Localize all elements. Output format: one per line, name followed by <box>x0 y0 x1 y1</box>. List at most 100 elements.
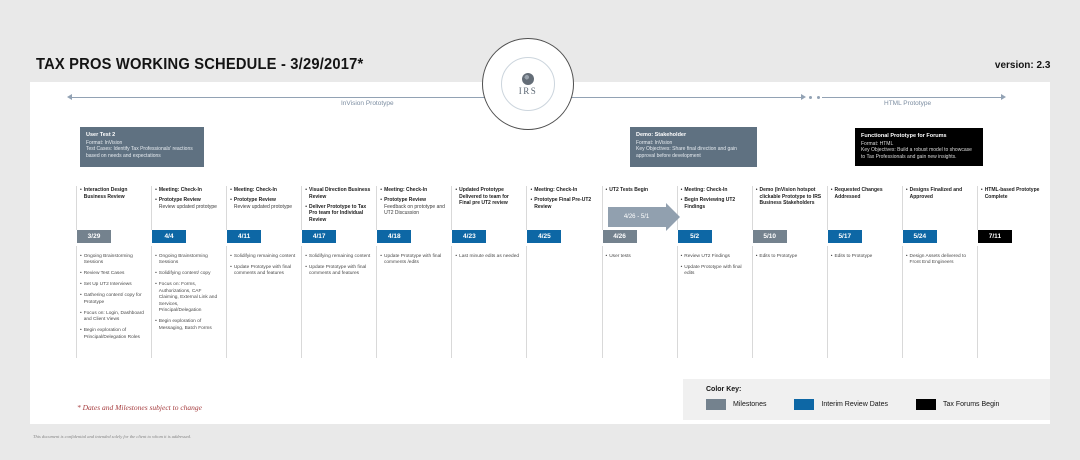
task-text: Update Prototype with final comments and… <box>233 264 292 277</box>
column-header-item: •Meeting: Check-In <box>380 187 446 194</box>
task-item: •Update Prototype with final comments an… <box>305 265 371 278</box>
arrow-left-icon <box>67 94 72 100</box>
task-text: Solidifying remaining content <box>233 254 296 259</box>
header-title: Prototype Review <box>384 197 427 203</box>
callout-line: Format: InVision <box>86 139 123 146</box>
task-item: •Edits to Prototype <box>831 254 897 260</box>
header-title: Designs Finalized and Approved <box>909 187 963 200</box>
column-tasks: •Edits to Prototype <box>826 246 902 358</box>
header-text: Prototype Final Pre-UT2 Review <box>534 197 596 210</box>
task-item: •Update Prototype with final comments /e… <box>380 254 446 267</box>
bullet-icon: • <box>80 310 82 316</box>
task-item: •Focus on: Forms, Authorizations, CAF Cl… <box>155 282 221 314</box>
date-chip: 5/17 <box>827 230 862 243</box>
bullet-icon: • <box>155 319 157 325</box>
color-key-label: Milestones <box>733 401 767 408</box>
column-header-item: •Meeting: Check-In <box>155 187 221 194</box>
header-subtext: Feedback on prototype and UT2 Discussion <box>384 203 445 217</box>
task-text: Begin exploration of Principal/Delegatio… <box>83 328 140 340</box>
irs-logo-text: IRS <box>518 85 538 96</box>
phase-label-html: HTML Prototype <box>884 100 932 107</box>
color-key-item-forums: Tax Forums Begin <box>916 399 999 410</box>
task-item: •Review UT2 Findings <box>681 254 747 260</box>
header-subtext: Review updated prototype <box>233 203 292 210</box>
header-title: Meeting: Check-In <box>158 187 202 193</box>
callout-line: Key Objectives: Share final direction an… <box>636 146 737 159</box>
header-text: UT2 Tests Begin <box>609 187 648 194</box>
header-text: Updated Prototype Delivered to team for … <box>459 187 521 207</box>
task-item: •Begin exploration of Principal/Delegati… <box>80 328 146 341</box>
bullet-icon: • <box>80 293 82 299</box>
task-item: •Solidifying content/ copy <box>155 271 221 277</box>
timeline-column: •Demo (InVision hotspot clickable Protot… <box>751 186 827 358</box>
column-header-item: •Deliver Prototype to Tax Pro team for I… <box>305 204 371 224</box>
html-phase-line <box>822 97 1001 98</box>
bullet-icon: • <box>230 254 232 259</box>
date-chip: 4/25 <box>527 230 562 243</box>
bullet-icon: • <box>905 254 908 259</box>
date-chip: 4/17 <box>302 230 337 243</box>
irs-logo: IRS <box>482 38 574 130</box>
bullet-icon: • <box>80 271 82 277</box>
bullet-icon: • <box>605 187 608 193</box>
bullet-icon: • <box>680 264 683 270</box>
bullet-icon: • <box>830 254 833 259</box>
callout-title: Demo: Stakeholder <box>636 132 687 138</box>
date-chip: 7/11 <box>977 230 1012 243</box>
bullet-icon: • <box>155 254 157 259</box>
column-tasks: •Review UT2 Findings•Update Prototype wi… <box>676 246 752 358</box>
bullet-icon: • <box>80 328 82 334</box>
callout-line: Format: HTML <box>861 140 894 147</box>
task-item: •Gathering content/ copy for Prototype <box>80 293 146 306</box>
timeline-dot <box>809 96 812 99</box>
task-text: Review UT2 Findings <box>684 254 730 259</box>
column-header: •Designs Finalized and Approved <box>901 186 977 230</box>
bullet-icon: • <box>605 254 608 259</box>
header-text: Demo (InVision hotspot clickable Prototy… <box>759 187 821 207</box>
bullet-icon: • <box>80 254 82 259</box>
header-title: Interaction Design Business Review <box>83 187 128 200</box>
task-item: •Begin exploration of Messaging, Batch F… <box>155 319 221 332</box>
callout-user-test-2: User Test 2 Format: InVision Test Cases:… <box>80 127 204 167</box>
column-header: •Demo (InVision hotspot clickable Protot… <box>751 186 827 230</box>
task-text: Ongoing Brainstorming Sessions <box>83 254 133 266</box>
bullet-icon: • <box>680 187 683 193</box>
column-tasks: •Design Assets delivered to Front End En… <box>901 246 977 358</box>
column-header-item: •Meeting: Check-In <box>530 187 596 194</box>
phase-label-invision: InVision Prototype <box>341 100 394 107</box>
header-title: Meeting: Check-In <box>534 187 578 193</box>
callout-line: Test Cases: Identify Tax Professionals' … <box>86 146 193 159</box>
date-chip: 5/24 <box>902 230 937 243</box>
bullet-icon: • <box>905 187 908 193</box>
timeline-column: •Visual Direction Business Review•Delive… <box>301 186 376 358</box>
callout-title: User Test 2 <box>86 132 116 138</box>
task-item: •Edits to Prototype <box>756 254 822 260</box>
header-text: Meeting: Check-In <box>234 187 277 194</box>
column-tasks: •Edits to Prototype <box>751 246 827 358</box>
bullet-icon: • <box>155 187 157 193</box>
task-text: Begin exploration of Messaging, Batch Fo… <box>158 319 212 331</box>
column-tasks: •Ongoing Brainstorming Sessions•Review T… <box>76 246 151 358</box>
header-title: Updated Prototype Delivered to team for … <box>459 187 509 206</box>
bullet-icon: • <box>830 187 833 193</box>
header-title: Begin Reviewing UT2 Findings <box>684 197 736 210</box>
version-label: version: 2.3 <box>994 59 1050 71</box>
bullet-icon: • <box>305 187 307 193</box>
header-text: Deliver Prototype to Tax Pro team for In… <box>309 204 371 224</box>
header-text: Interaction Design Business Review <box>84 187 146 200</box>
header-text: Meeting: Check-In <box>159 187 202 194</box>
bullet-icon: • <box>155 271 157 277</box>
forums-swatch <box>916 399 936 410</box>
ut2-arrow-head-icon <box>665 203 680 231</box>
irs-inner-ring: IRS <box>501 57 555 111</box>
task-text: Ongoing Brainstorming Sessions <box>158 254 208 266</box>
task-text: Design Assets delivered to Front End Eng… <box>909 254 967 266</box>
